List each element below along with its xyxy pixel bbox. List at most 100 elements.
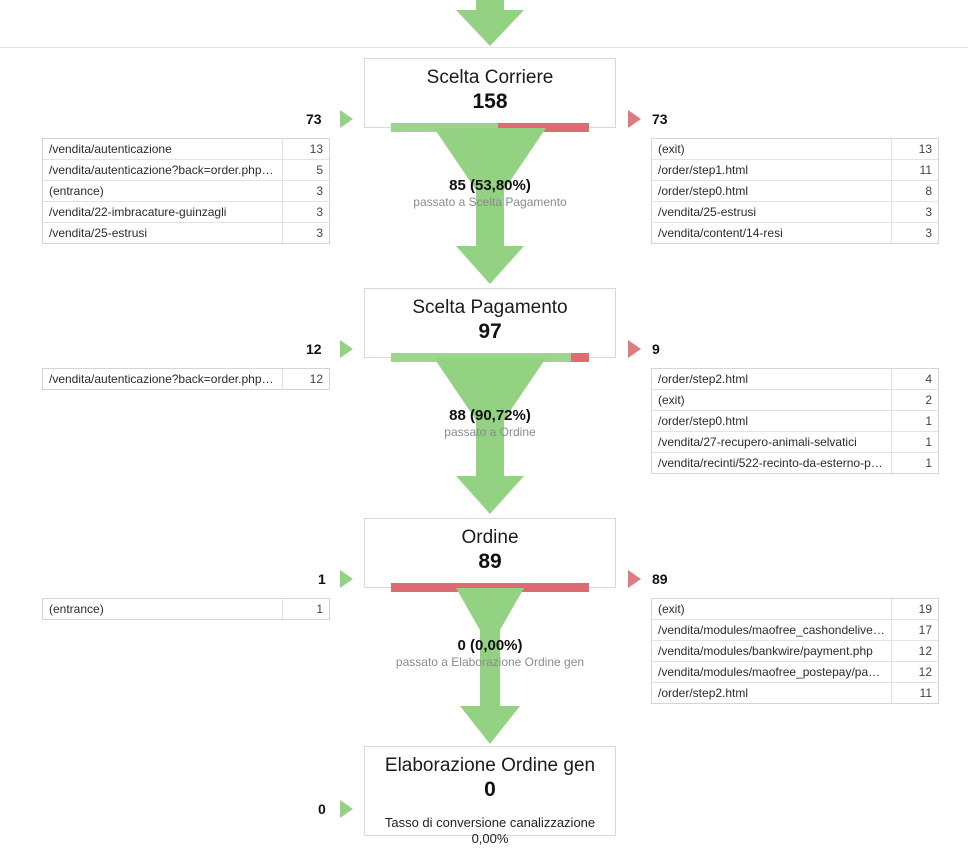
exit-count-scelta-pagamento: 9 [652,341,660,357]
table-row[interactable]: (entrance) 3 [43,180,329,202]
table-row[interactable]: /vendita/recinti/522-recinto-da-esterno-… [652,452,938,473]
entry-table-ordine[interactable]: (entrance) 1 [42,598,330,620]
row-label: (exit) [652,599,892,620]
exit-count-ordine: 89 [652,571,668,587]
row-label: /vendita/modules/bankwire/payment.php [652,640,892,662]
row-label: /vendita/content/14-resi [658,226,783,240]
row-value: 17 [891,619,938,641]
table-row[interactable]: /order/step0.html 8 [652,180,938,202]
table-row[interactable]: /vendita/autenticazione 13 [43,139,329,160]
row-value: 12 [891,640,938,662]
row-label: /vendita/modules/maofree_cashondelivery… [652,619,892,641]
table-row[interactable]: (exit) 2 [652,389,938,411]
row-value: 13 [282,139,329,160]
table-row[interactable]: (exit) 19 [652,599,938,620]
table-row[interactable]: (entrance) 1 [43,599,329,619]
row-value: 1 [891,410,938,432]
row-label: /vendita/autenticazione?back=order.php?… [49,372,281,386]
row-value: 13 [891,139,938,160]
exit-table-scelta-pagamento[interactable]: /order/step2.html 4 (exit) 2 /order/step… [651,368,939,474]
row-label: /vendita/25-estrusi [49,226,148,240]
table-row[interactable]: /vendita/modules/maofree_postepay/paym… … [652,661,938,683]
funnel-connector-2 [434,358,546,514]
exit-arrow-icon [628,340,641,358]
row-label: /vendita/autenticazione?back=order.php?… [43,159,283,181]
row-label: (exit) [652,389,892,411]
row-value: 4 [891,369,938,390]
row-value: 2 [891,389,938,411]
table-row[interactable]: /vendita/22-imbracature-guinzagli 3 [43,201,329,223]
row-value: 8 [891,180,938,202]
step-box-scelta-corriere[interactable]: Scelta Corriere 158 [364,58,616,132]
step-count: 97 [478,320,502,343]
table-row[interactable]: /vendita/25-estrusi 3 [652,201,938,223]
row-label: /vendita/recinti/522-recinto-da-esterno-… [658,456,892,470]
entry-table-scelta-pagamento[interactable]: /vendita/autenticazione?back=order.php?…… [42,368,330,390]
row-label: (entrance) [49,602,104,616]
step-progress-bar [391,353,589,362]
table-row[interactable]: /vendita/autenticazione?back=order.php?…… [43,159,329,181]
row-label: /order/step0.html [652,180,892,202]
entry-arrow-icon [340,800,353,818]
table-row[interactable]: /order/step2.html 4 [652,369,938,390]
step-count: 89 [478,550,502,573]
step-progress-bar [391,123,589,132]
top-divider [0,47,968,48]
table-row[interactable]: /order/step2.html 11 [652,682,938,703]
row-label: /order/step1.html [652,159,892,181]
row-value: 5 [282,159,329,181]
table-row[interactable]: /vendita/autenticazione?back=order.php?…… [43,369,329,389]
entry-count-scelta-corriere: 73 [306,111,322,127]
exit-table-ordine[interactable]: (exit) 19 /vendita/modules/maofree_casho… [651,598,939,704]
row-value: 11 [891,682,938,703]
step-progress-bar-green [391,353,571,362]
entry-count-elaborazione-ordine-gen: 0 [318,801,326,817]
row-label: /order/step0.html [652,410,892,432]
exit-arrow-icon [628,570,641,588]
row-value: 12 [282,369,329,389]
table-row[interactable]: /order/step0.html 1 [652,410,938,432]
entry-count-ordine: 1 [318,571,326,587]
row-label: /order/step2.html [652,369,892,390]
entry-count-scelta-pagamento: 12 [306,341,322,357]
step-box-scelta-pagamento[interactable]: Scelta Pagamento 97 [364,288,616,362]
table-row[interactable]: /vendita/modules/maofree_cashondelivery…… [652,619,938,641]
table-row[interactable]: /vendita/content/14-resi 3 [652,222,938,243]
step-title: Elaborazione Ordine gen [384,755,596,776]
table-row[interactable]: /vendita/25-estrusi 3 [43,222,329,243]
step-progress-bar [391,583,589,592]
entry-arrow-icon [340,110,353,128]
table-row[interactable]: /vendita/27-recupero-animali-selvatici 1 [652,431,938,453]
row-label: /vendita/22-imbracature-guinzagli [43,201,283,223]
row-value: 1 [891,452,938,473]
row-value: 11 [891,159,938,181]
step-title: Ordine [461,527,519,548]
row-value: 3 [891,201,938,223]
row-value: 1 [282,599,329,619]
exit-table-scelta-corriere[interactable]: (exit) 13 /order/step1.html 11 /order/st… [651,138,939,244]
entry-table-scelta-corriere[interactable]: /vendita/autenticazione 13 /vendita/aute… [42,138,330,244]
step-box-ordine[interactable]: Ordine 89 [364,518,616,592]
funnel-connector-3 [456,588,524,744]
row-label: /order/step2.html [658,686,749,700]
row-label: (entrance) [43,180,283,202]
exit-arrow-icon [628,110,641,128]
row-value: 3 [282,180,329,202]
row-label: (exit) [652,139,892,160]
step-box-elaborazione-ordine-gen[interactable]: Elaborazione Ordine gen 0 Tasso di conve… [364,746,616,846]
table-row[interactable]: /order/step1.html 11 [652,159,938,181]
step-title: Scelta Corriere [426,67,554,88]
exit-count-scelta-corriere: 73 [652,111,668,127]
funnel-connector-1 [434,128,546,284]
row-value: 3 [891,222,938,243]
table-row[interactable]: (exit) 13 [652,139,938,160]
row-label: /vendita/27-recupero-animali-selvatici [652,431,892,453]
funnel-conversion-rate-note: Tasso di conversione canalizzazione 0,00… [384,815,596,846]
step-progress-bar-green [391,123,498,132]
step-count: 0 [484,778,496,801]
table-row[interactable]: /vendita/modules/bankwire/payment.php 12 [652,640,938,662]
row-value: 19 [891,599,938,620]
row-value: 12 [891,661,938,683]
row-value: 3 [282,222,329,243]
